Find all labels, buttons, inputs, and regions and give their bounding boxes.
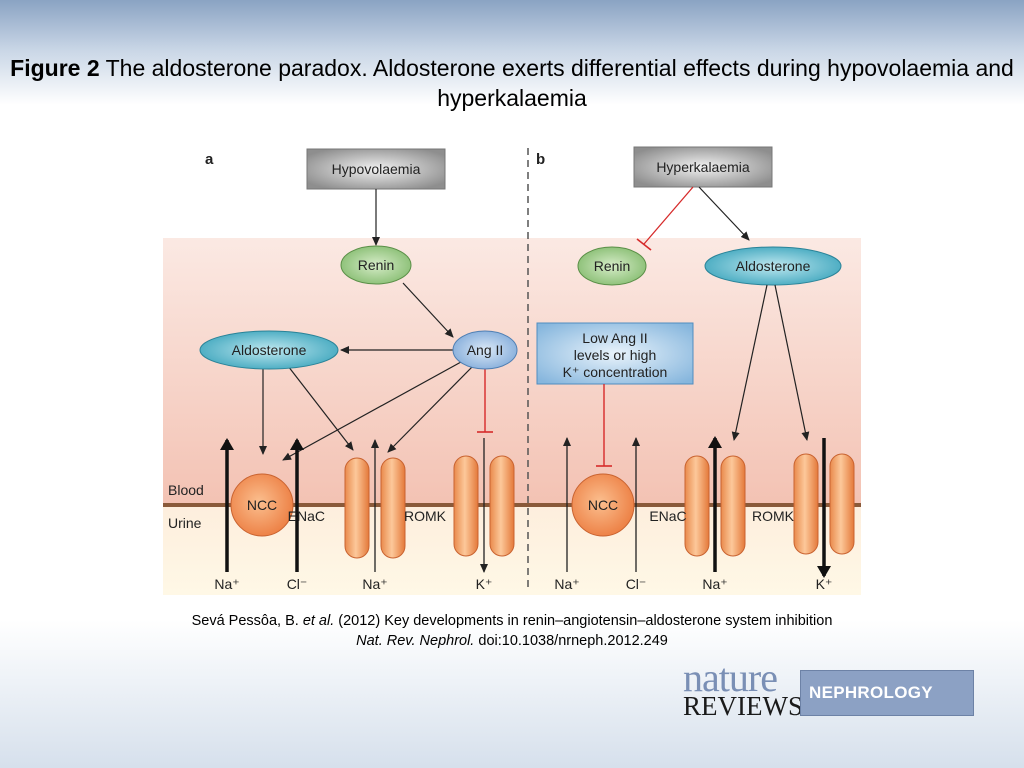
arrow-aldo-romk-b — [774, 284, 810, 441]
aldosterone-node-a — [199, 330, 339, 370]
renin-node-a — [340, 245, 412, 285]
condition-box — [536, 322, 694, 385]
hyperkalaemia-label: Hyperkalaemia — [656, 159, 750, 175]
citation: Sevá Pessôa, B. et al. (2012) Key develo… — [0, 611, 1024, 651]
condition-line1: Low Ang II — [582, 330, 647, 346]
citation-doi: doi:10.1038/nrneph.2012.249 — [478, 633, 668, 649]
condition-line2: levels or high — [574, 347, 657, 363]
enac-channel-b-left — [684, 455, 710, 557]
panel-a: a Hypovolaemia Renin Ang II Aldosterone … — [199, 148, 518, 592]
renin-node-b — [577, 246, 647, 286]
enac-label-a: ENaC — [288, 508, 325, 524]
romk-channel-a-right — [489, 455, 515, 557]
urine-label: Urine — [168, 515, 202, 531]
romk-label-b: ROMK — [752, 508, 795, 524]
citation-etal: et al. — [302, 613, 335, 629]
ion-na-label-a2: Na⁺ — [362, 576, 387, 592]
renin-label-b: Renin — [594, 258, 631, 274]
panel-b: b Hyperkalaemia Renin Aldosterone Low An… — [536, 146, 855, 592]
logo-reviews: REVIEWS — [683, 691, 803, 721]
enac-channel-a-right — [380, 457, 406, 559]
enac-channel-a-left — [344, 457, 370, 559]
ncc-label-a: NCC — [247, 497, 277, 513]
ncc-transporter-a — [230, 473, 294, 537]
logo-nature: nature — [683, 655, 778, 700]
aldosterone-label-a: Aldosterone — [232, 342, 307, 358]
enac-label-b: ENaC — [649, 508, 686, 524]
ion-k-label-b: K⁺ — [816, 576, 833, 592]
logo-section: NEPHROLOGY — [809, 683, 933, 702]
figure-title: Figure 2 The aldosterone paradox. Aldost… — [0, 53, 1024, 113]
ion-cl-label-a: Cl⁻ — [287, 576, 308, 592]
inhibit-hyperk-renin — [643, 186, 694, 245]
romk-channel-b-left — [793, 453, 819, 555]
ncc-transporter-b — [571, 473, 635, 537]
citation-line2: Nat. Rev. Nephrol. doi:10.1038/nrneph.20… — [0, 631, 1024, 651]
panel-a-letter: a — [205, 151, 214, 168]
romk-channel-a-left — [453, 455, 479, 557]
condition-line3: K⁺ concentration — [563, 364, 668, 380]
citation-rest: (2012) Key developments in renin–angiote… — [338, 613, 833, 629]
blood-label: Blood — [168, 482, 204, 498]
aldosterone-label-b: Aldosterone — [736, 258, 811, 274]
hypovolaemia-label: Hypovolaemia — [332, 161, 421, 177]
ion-na-label-b1: Na⁺ — [554, 576, 579, 592]
ang2-label: Ang II — [467, 342, 504, 358]
ang2-node — [452, 330, 518, 370]
aldosterone-diagram: Blood Urine a Hypovolaemia Renin Ang II … — [163, 140, 861, 595]
enac-channel-b-right — [720, 455, 746, 557]
ion-k-label-a: K⁺ — [476, 576, 493, 592]
figure-caption: The aldosterone paradox. Aldosterone exe… — [105, 55, 1014, 111]
arrow-hyperk-aldo — [698, 186, 750, 241]
arrow-aldo-enac-b — [731, 284, 768, 441]
arrow-ang2-enac — [387, 365, 474, 453]
nature-reviews-logo: nature REVIEWS NEPHROLOGY — [683, 658, 975, 721]
ion-na-label-a1: Na⁺ — [214, 576, 239, 592]
citation-authors: Sevá Pessôa, B. — [191, 613, 299, 629]
hypovolaemia-box — [306, 148, 446, 190]
arrow-renin-ang2 — [402, 282, 454, 338]
ion-cl-label-b: Cl⁻ — [626, 576, 647, 592]
ion-na-label-b2: Na⁺ — [702, 576, 727, 592]
figure-label: Figure 2 — [10, 55, 100, 81]
arrow-aldo-enac — [287, 365, 354, 451]
hyperkalaemia-box — [633, 146, 773, 188]
romk-label-a: ROMK — [404, 508, 447, 524]
panel-b-letter: b — [536, 151, 545, 168]
citation-journal: Nat. Rev. Nephrol. — [356, 633, 475, 649]
romk-channel-b-right — [829, 453, 855, 555]
inhibit-hyperk-renin-bar — [636, 238, 652, 251]
arrow-ang2-ncc — [282, 361, 462, 461]
citation-line1: Sevá Pessôa, B. et al. (2012) Key develo… — [0, 611, 1024, 631]
aldosterone-node-b — [704, 246, 842, 286]
logo-section-box: NEPHROLOGY — [800, 670, 974, 716]
ncc-label-b: NCC — [588, 497, 618, 513]
renin-label-a: Renin — [358, 257, 395, 273]
